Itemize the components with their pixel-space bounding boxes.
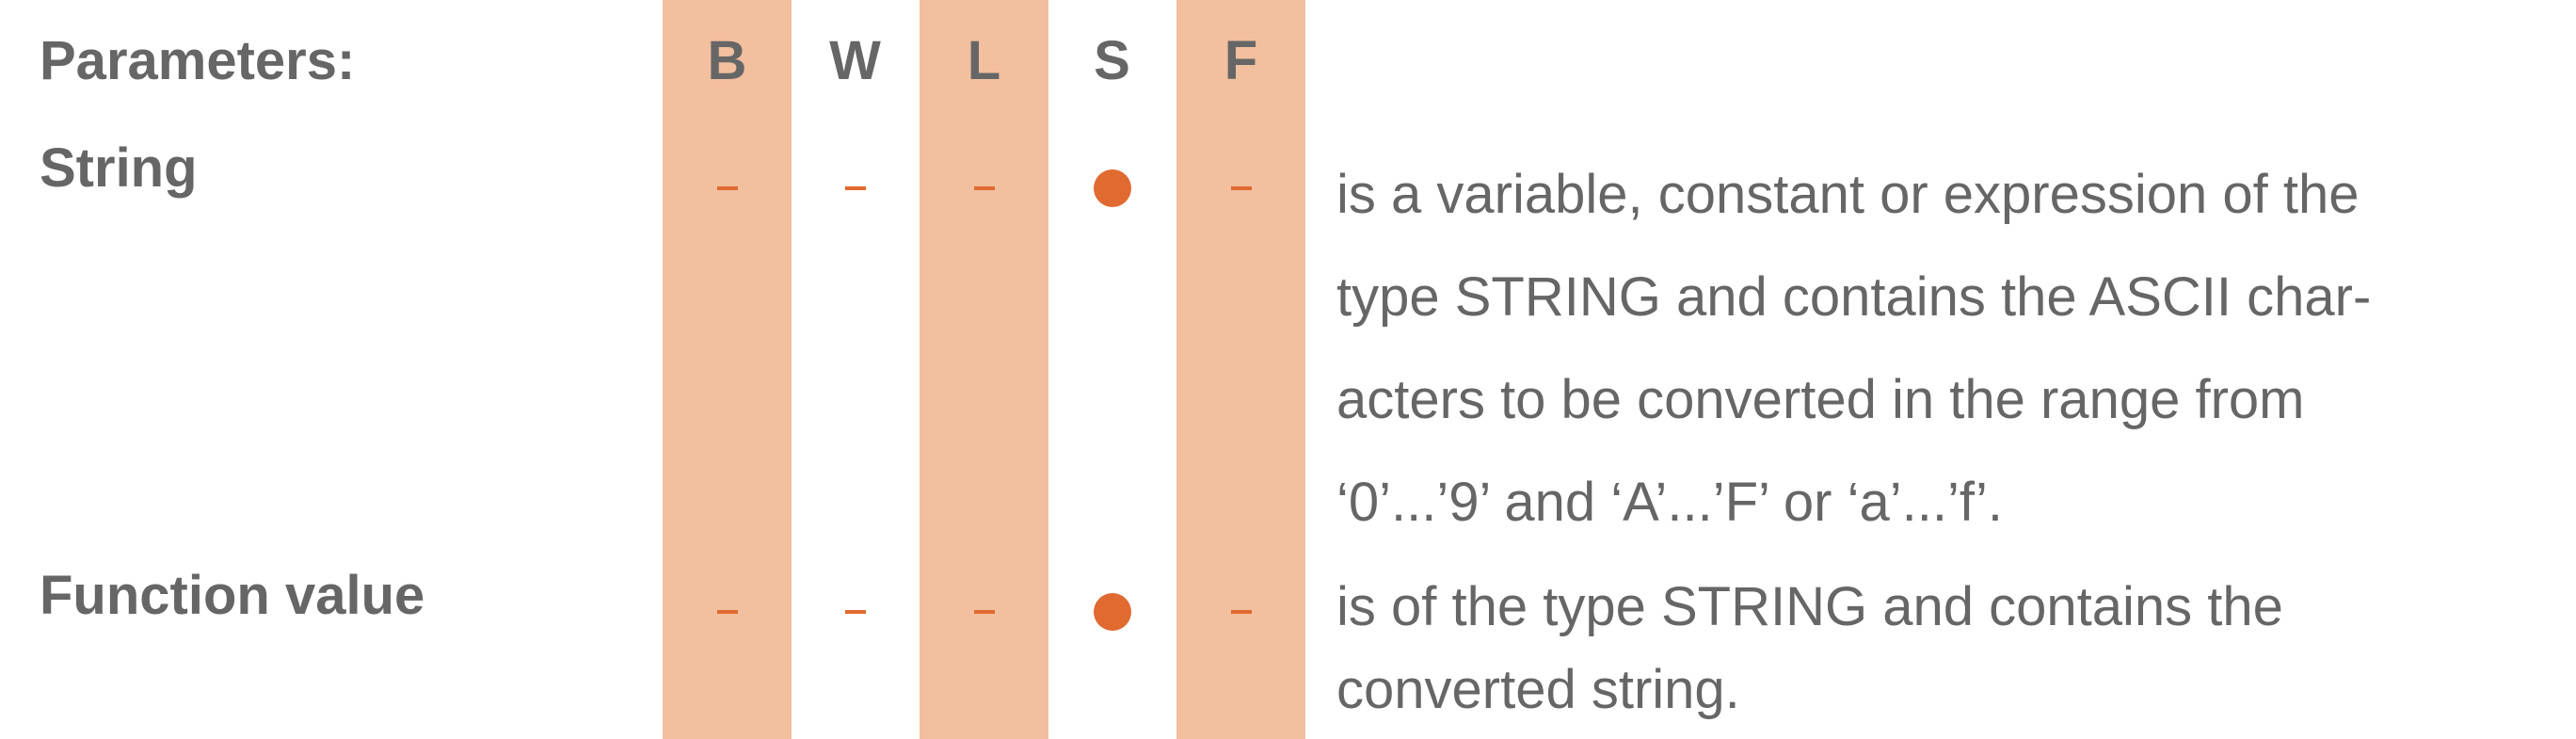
parameters-heading: Parameters: (40, 30, 356, 91)
not-supported-dash (1230, 186, 1252, 190)
cell-function-b (663, 584, 792, 640)
column-header-w: W (829, 30, 881, 91)
cell-string-b (663, 160, 792, 217)
supported-dot (1093, 169, 1131, 207)
parameter-description-string: is a variable, constant or expression of… (1336, 143, 2560, 554)
column-header-b: B (707, 30, 747, 91)
cell-function-f (1176, 584, 1305, 640)
parameter-name-function-value: Function value (40, 565, 425, 626)
description-line: converted string. (1336, 659, 1740, 720)
description-line: ‘0’...’9’ and ‘A’...’F’ or ‘a’...’f’. (1336, 472, 2004, 533)
parameter-name-string: String (40, 137, 198, 199)
cell-function-w (791, 584, 920, 640)
column-header-s: S (1094, 30, 1130, 91)
cell-function-l (920, 584, 1048, 640)
not-supported-dash (973, 186, 995, 190)
not-supported-dash (1230, 610, 1252, 614)
description-line: is a variable, constant or expression of… (1336, 164, 2360, 225)
column-stripe-f (1176, 0, 1305, 739)
column-header-f: F (1224, 30, 1258, 91)
cell-function-s (1048, 584, 1176, 640)
not-supported-dash (844, 186, 866, 190)
parameter-description-function-value: is of the type STRING and contains the c… (1336, 566, 2560, 731)
not-supported-dash (973, 610, 995, 614)
cell-string-f (1176, 160, 1305, 217)
column-stripe-l (920, 0, 1048, 739)
description-line: acters to be converted in the range from (1336, 369, 2305, 430)
cell-string-l (920, 160, 1048, 217)
not-supported-dash (844, 610, 866, 614)
column-header-l: L (967, 30, 1001, 91)
cell-string-s (1048, 160, 1176, 217)
cell-string-w (791, 160, 920, 217)
not-supported-dash (716, 186, 738, 190)
column-stripe-b (663, 0, 792, 739)
description-line: type STRING and contains the ASCII char- (1336, 266, 2372, 328)
description-line: is of the type STRING and contains the (1336, 576, 2283, 637)
supported-dot (1093, 593, 1131, 631)
not-supported-dash (716, 610, 738, 614)
